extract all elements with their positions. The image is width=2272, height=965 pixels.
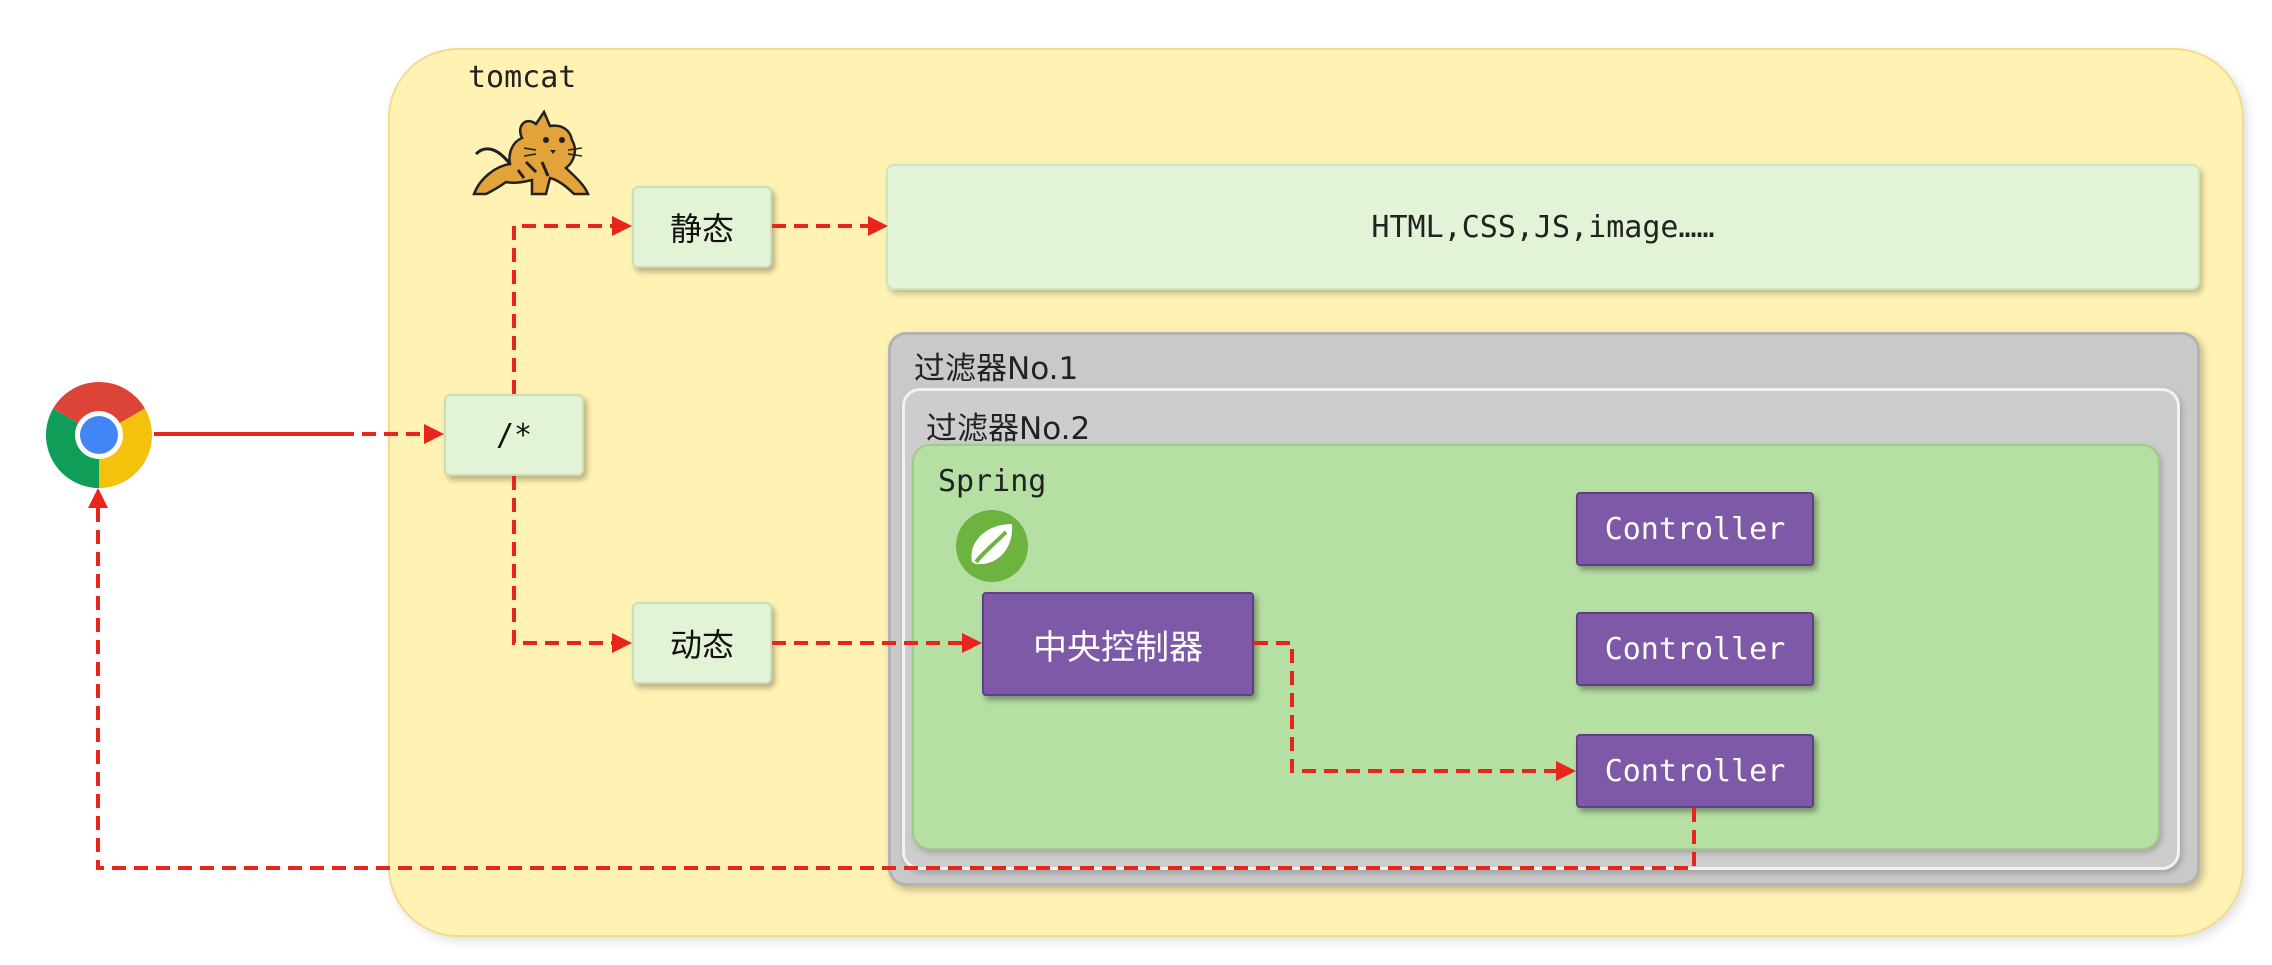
- filter-2-label: 过滤器No.2: [926, 411, 1091, 447]
- tomcat-cat-icon: [472, 109, 590, 196]
- controller-box-1: Controller: [1576, 492, 1814, 566]
- dynamic-box: 动态: [632, 602, 772, 684]
- spring-label: Spring: [938, 464, 1047, 499]
- filter-1-label: 过滤器No.1: [914, 351, 1079, 387]
- chrome-icon: [45, 382, 153, 488]
- spring-leaf-icon: [956, 510, 1028, 582]
- static-box: 静态: [632, 186, 772, 268]
- controller-box-2: Controller: [1576, 612, 1814, 686]
- route-box: /*: [444, 394, 584, 476]
- controller-box-3: Controller: [1576, 734, 1814, 808]
- central-controller-box: 中央控制器: [982, 592, 1254, 696]
- arrow-route-to-dynamic: [512, 476, 632, 653]
- arrow-route-to-static: [512, 216, 632, 394]
- arrow-central-to-controller: [1254, 641, 1576, 781]
- arrow-response-to-browser: [88, 488, 1696, 870]
- tomcat-label: tomcat: [468, 60, 577, 95]
- static-resources-box: HTML,CSS,JS,image……: [886, 164, 2200, 290]
